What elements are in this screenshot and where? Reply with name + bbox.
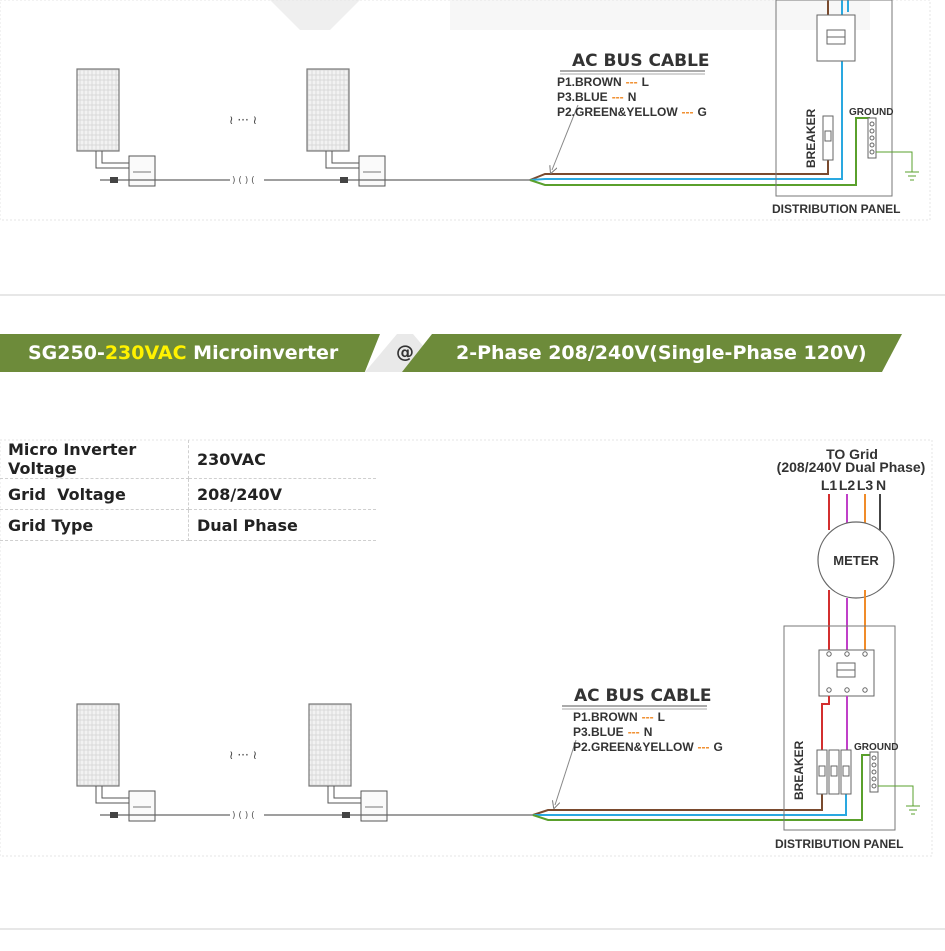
bus-line-bottom-1: P1.BROWN---L bbox=[573, 710, 665, 724]
banner-model: SG250-230VAC Microinverter bbox=[28, 342, 338, 364]
grid-subtitle: (208/240V Dual Phase) bbox=[777, 459, 926, 475]
model-voltage: 230VAC bbox=[104, 342, 187, 364]
bus-line-top-1: P1.BROWN---L bbox=[557, 75, 649, 89]
solar-panel-2 bbox=[306, 68, 350, 152]
microinverter-4 bbox=[360, 790, 388, 822]
distribution-panel-top bbox=[775, 0, 893, 197]
banner-grid-desc: 2-Phase 208/240V(Single-Phase 120V) bbox=[456, 342, 867, 364]
svg-text:) ( ) (: ) ( ) ( bbox=[232, 176, 255, 186]
banner-at: @ bbox=[396, 342, 414, 363]
model-suffix: Microinverter bbox=[186, 342, 339, 364]
spec-table: Micro Inverter Voltage 230VAC Grid Volta… bbox=[0, 440, 376, 541]
table-row: Micro Inverter Voltage 230VAC bbox=[0, 440, 376, 479]
bus-line-top-2: P3.BLUE---N bbox=[557, 90, 636, 104]
panel-label-bottom: DISTRIBUTION PANEL bbox=[775, 837, 903, 851]
phase-n: N bbox=[876, 477, 886, 493]
svg-text:) ( ) (: ) ( ) ( bbox=[232, 811, 255, 821]
watermark bbox=[270, 0, 870, 30]
ellipsis-top: ≀ ··· ≀ bbox=[229, 113, 257, 127]
phase-l2: L2 bbox=[839, 477, 856, 493]
microinverter-1 bbox=[128, 155, 156, 187]
breaker-bottom bbox=[816, 749, 852, 795]
solar-panel-4 bbox=[308, 703, 352, 787]
microinverter-3 bbox=[128, 790, 156, 822]
ellipsis-bottom: ≀ ··· ≀ bbox=[229, 748, 257, 762]
spec-value: Dual Phase bbox=[188, 509, 376, 541]
breaker-label-top: BREAKER bbox=[804, 108, 818, 168]
ground-label-bottom: GROUND bbox=[854, 742, 898, 753]
banner-left-band bbox=[0, 334, 380, 372]
table-row: Grid Type Dual Phase bbox=[0, 509, 376, 541]
ground-bar-top bbox=[867, 117, 877, 159]
solar-panel-1 bbox=[76, 68, 120, 152]
bus-title-bottom: AC BUS CABLE bbox=[574, 686, 712, 706]
phase-l3: L3 bbox=[857, 477, 874, 493]
spec-label: Micro Inverter Voltage bbox=[0, 440, 189, 479]
bus-line-bottom-2: P3.BLUE---N bbox=[573, 725, 652, 739]
breaker-label-bottom: BREAKER bbox=[792, 740, 806, 800]
model-prefix: SG250- bbox=[28, 342, 105, 364]
title-banner: SG250-230VAC Microinverter @ 2-Phase 208… bbox=[0, 334, 945, 372]
distribution-panel-bottom bbox=[783, 625, 896, 831]
banner-right-band bbox=[402, 334, 902, 372]
bottom-diagram: ) ( ) ( bbox=[0, 439, 933, 857]
ground-bar-bottom bbox=[869, 751, 879, 793]
top-diagram: ) ( ) ( bbox=[0, 0, 931, 221]
meter-circle bbox=[817, 521, 895, 599]
spec-label: Grid Voltage bbox=[0, 478, 189, 510]
bus-line-bottom-3: P2.GREEN&YELLOW---G bbox=[573, 740, 723, 754]
panel-label-top: DISTRIBUTION PANEL bbox=[772, 202, 900, 216]
meter-switch-top bbox=[816, 14, 856, 62]
spec-label: Grid Type bbox=[0, 509, 189, 541]
phase-l1: L1 bbox=[821, 477, 838, 493]
spec-value: 208/240V bbox=[188, 478, 376, 510]
spec-value: 230VAC bbox=[188, 440, 376, 479]
microinverter-2 bbox=[358, 155, 386, 187]
grid-title: TO Grid bbox=[826, 446, 878, 462]
table-row: Grid Voltage 208/240V bbox=[0, 478, 376, 510]
bus-line-top-3: P2.GREEN&YELLOW---G bbox=[557, 105, 707, 119]
bus-title-top: AC BUS CABLE bbox=[572, 51, 710, 71]
ground-label-top: GROUND bbox=[849, 107, 893, 118]
meter-label: METER bbox=[833, 553, 879, 568]
solar-panel-3 bbox=[76, 703, 120, 787]
